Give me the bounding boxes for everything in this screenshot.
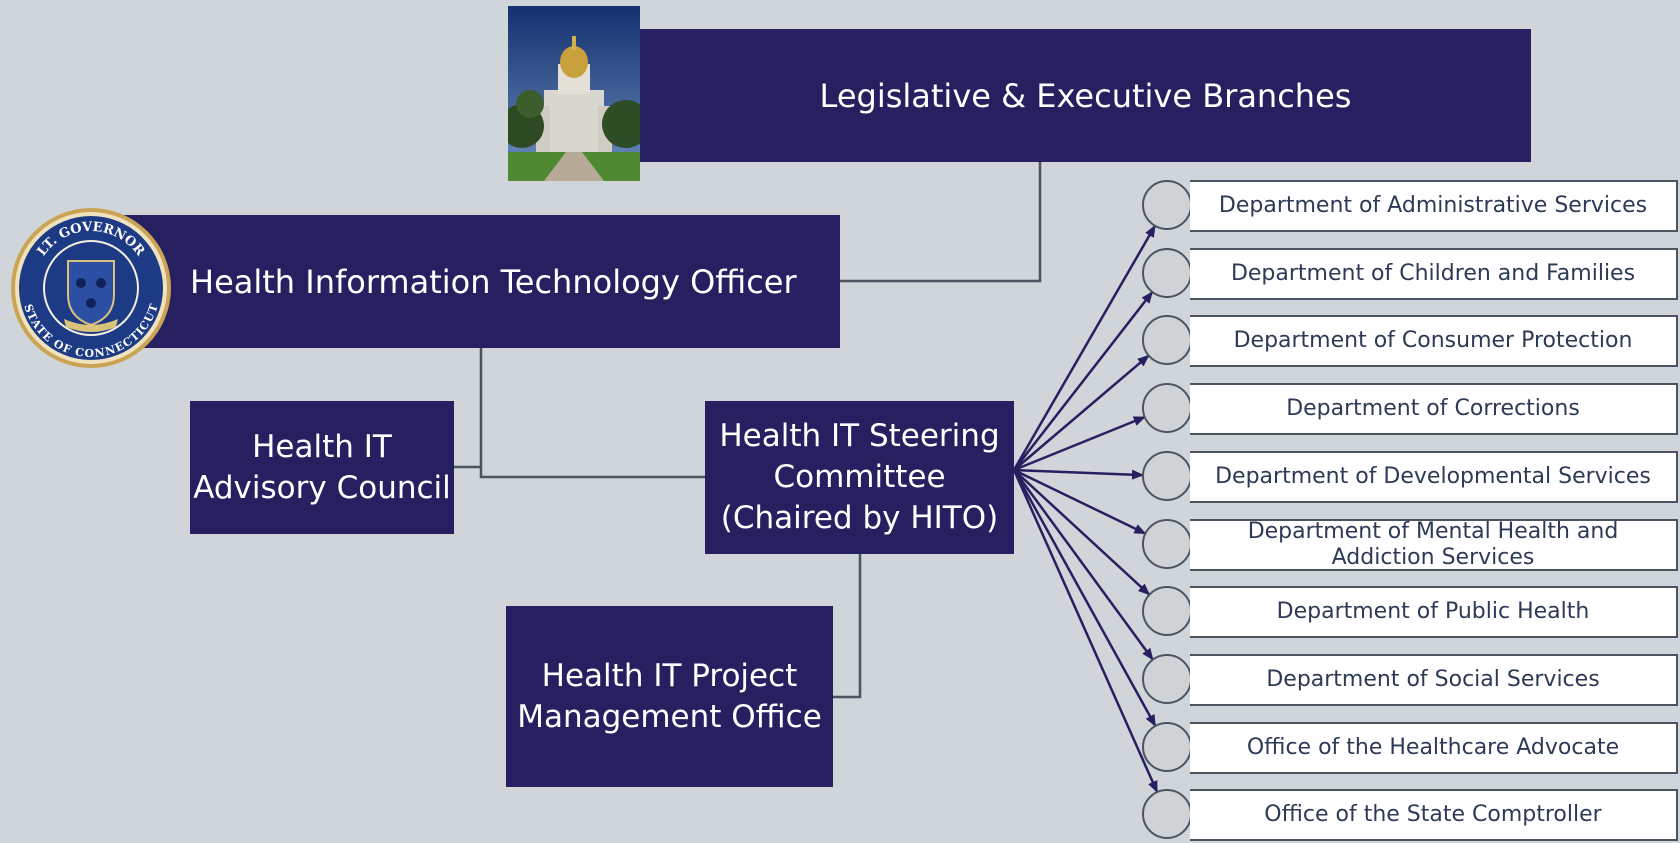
connector-steering-to-pmo	[833, 553, 862, 699]
department-label: Department of Corrections	[1190, 383, 1678, 435]
department-label: Department of Mental Health and Addictio…	[1190, 519, 1678, 571]
connector-legislative-to-hito	[838, 162, 1042, 283]
department-arrow	[1013, 354, 1150, 471]
department-bullet-circle	[1142, 451, 1192, 501]
department-label: Department of Public Health	[1190, 586, 1678, 638]
department-bullet-circle	[1142, 586, 1192, 636]
department-item: Department of Mental Health and Addictio…	[1140, 517, 1680, 573]
legislative-executive-label: Legislative & Executive Branches	[819, 76, 1352, 115]
advisory-council-box: Health IT Advisory Council	[190, 401, 454, 534]
hito-box: Health Information Technology Officer	[108, 215, 840, 348]
department-item: Department of Administrative Services	[1140, 178, 1680, 234]
department-arrows	[1012, 224, 1159, 794]
department-bullet-circle	[1142, 248, 1192, 298]
capitol-building-photo	[508, 6, 640, 181]
department-item: Department of Social Services	[1140, 652, 1680, 708]
lt-governor-seal: LT. GOVERNOR STATE OF CONNECTICUT	[10, 207, 172, 369]
department-label: Department of Administrative Services	[1190, 180, 1678, 232]
department-label: Department of Social Services	[1190, 654, 1678, 706]
steering-committee-box: Health IT Steering Committee (Chaired by…	[705, 401, 1014, 554]
department-label: Department of Children and Families	[1190, 248, 1678, 300]
department-arrow	[1012, 469, 1154, 661]
department-arrow	[1012, 469, 1159, 794]
department-arrow	[1013, 415, 1146, 472]
department-label: Department of Developmental Services	[1190, 451, 1678, 503]
department-item: Office of the State Comptroller	[1140, 787, 1680, 843]
department-arrow	[1013, 469, 1151, 596]
department-label: Department of Consumer Protection	[1190, 315, 1678, 367]
project-management-office-label: Health IT Project Management Office	[517, 657, 822, 735]
department-item: Department of Public Health	[1140, 584, 1680, 640]
department-item: Department of Children and Families	[1140, 246, 1680, 302]
hito-label: Health Information Technology Officer	[190, 262, 797, 301]
department-label: Office of the Healthcare Advocate	[1190, 722, 1678, 774]
connector-hito-to-steering	[479, 347, 705, 479]
department-bullet-circle	[1142, 722, 1192, 772]
department-bullet-circle	[1142, 654, 1192, 704]
department-arrow	[1013, 468, 1147, 535]
department-arrow	[1012, 469, 1157, 727]
project-management-office-box: Health IT Project Management Office	[506, 606, 833, 787]
advisory-council-label: Health IT Advisory Council	[193, 428, 451, 506]
department-item: Department of Corrections	[1140, 381, 1680, 437]
department-item: Department of Developmental Services	[1140, 449, 1680, 505]
department-arrow	[1013, 291, 1154, 471]
department-item: Department of Consumer Protection	[1140, 313, 1680, 369]
department-bullet-circle	[1142, 519, 1192, 569]
department-item: Office of the Healthcare Advocate	[1140, 720, 1680, 776]
department-arrow	[1013, 468, 1144, 480]
steering-committee-label: Health IT Steering Committee (Chaired by…	[719, 418, 1000, 536]
department-bullet-circle	[1142, 315, 1192, 365]
department-bullet-circle	[1142, 789, 1192, 839]
legislative-executive-box: Legislative & Executive Branches	[640, 29, 1531, 162]
department-label: Office of the State Comptroller	[1190, 789, 1678, 841]
department-bullet-circle	[1142, 383, 1192, 433]
department-bullet-circle	[1142, 180, 1192, 230]
department-arrow	[1012, 224, 1157, 471]
